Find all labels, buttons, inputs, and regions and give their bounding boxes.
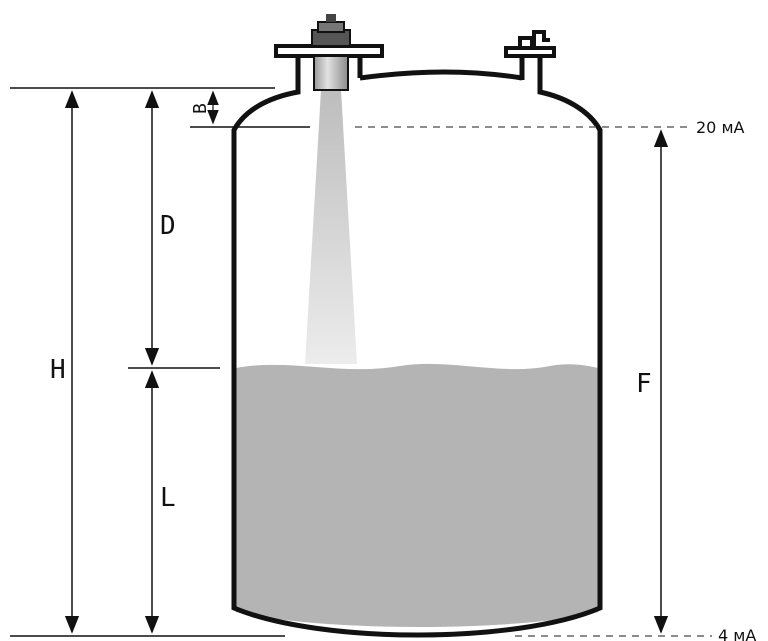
label-l: L (160, 483, 176, 513)
label-b: B (190, 103, 211, 114)
liquid-fill (236, 363, 598, 627)
label-d: D (160, 211, 176, 241)
flange-nozzle-icon (504, 30, 556, 92)
tank-body (231, 88, 603, 638)
tank-roof (359, 69, 523, 81)
current-top-label: 20 мА (696, 118, 745, 137)
current-bottom-label: 4 мА (718, 626, 756, 641)
radar-beam (305, 90, 357, 364)
label-h: H (50, 355, 66, 385)
radar-level-sensor-icon (311, 14, 351, 91)
label-f: F (636, 369, 652, 399)
